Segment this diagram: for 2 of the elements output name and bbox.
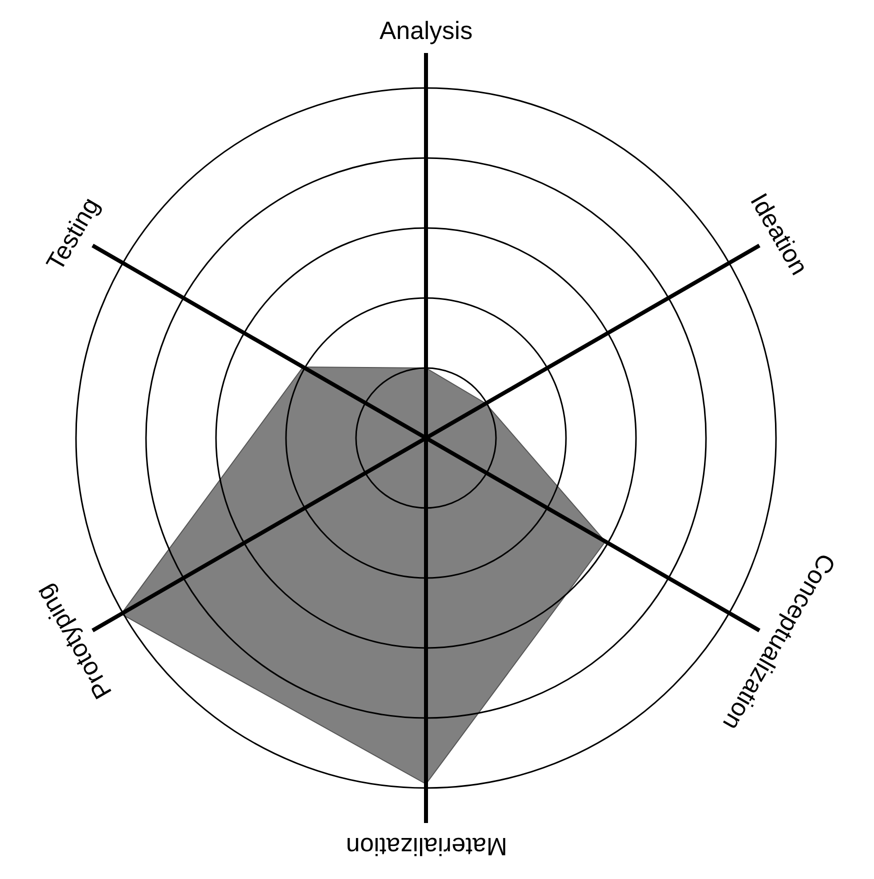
axis-label: Materialization (346, 832, 507, 858)
axis-label: Analysis (380, 18, 473, 44)
